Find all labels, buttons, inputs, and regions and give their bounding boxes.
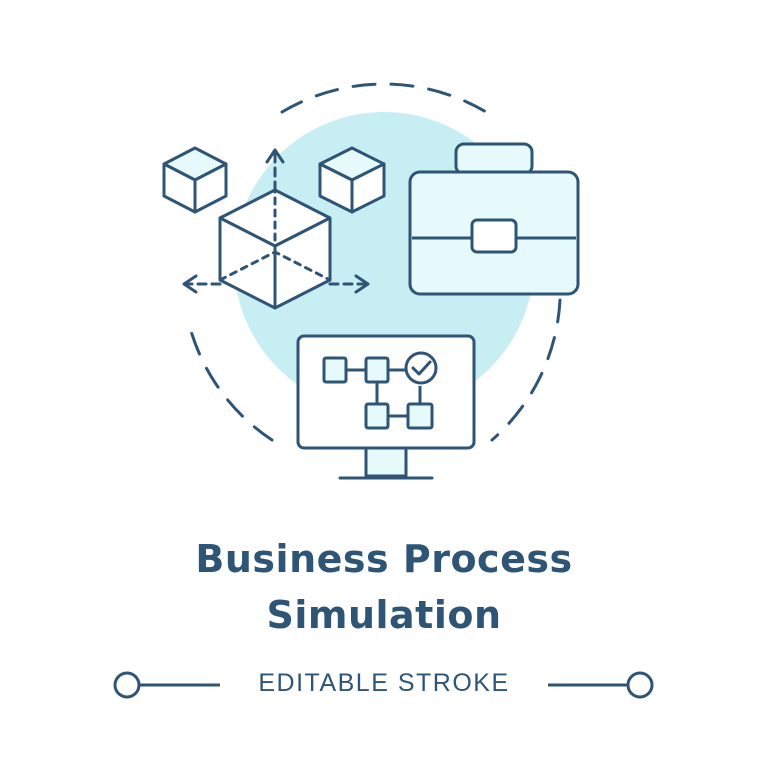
small-cube-icon-left [162, 146, 228, 214]
divider-end-right [626, 671, 654, 699]
cube-icon [182, 148, 370, 310]
flowchart-icon [322, 356, 434, 430]
subtitle: EDITABLE STROKE [258, 669, 510, 697]
checkmark-icon [404, 351, 438, 385]
dashed-ring [186, 82, 562, 442]
page-title-line2: Simulation [266, 593, 502, 637]
subtitle-divider [113, 671, 654, 699]
small-cube-icon-right [318, 146, 386, 214]
briefcase-icon [408, 142, 580, 296]
page-title-line1: Business Process [195, 537, 573, 581]
